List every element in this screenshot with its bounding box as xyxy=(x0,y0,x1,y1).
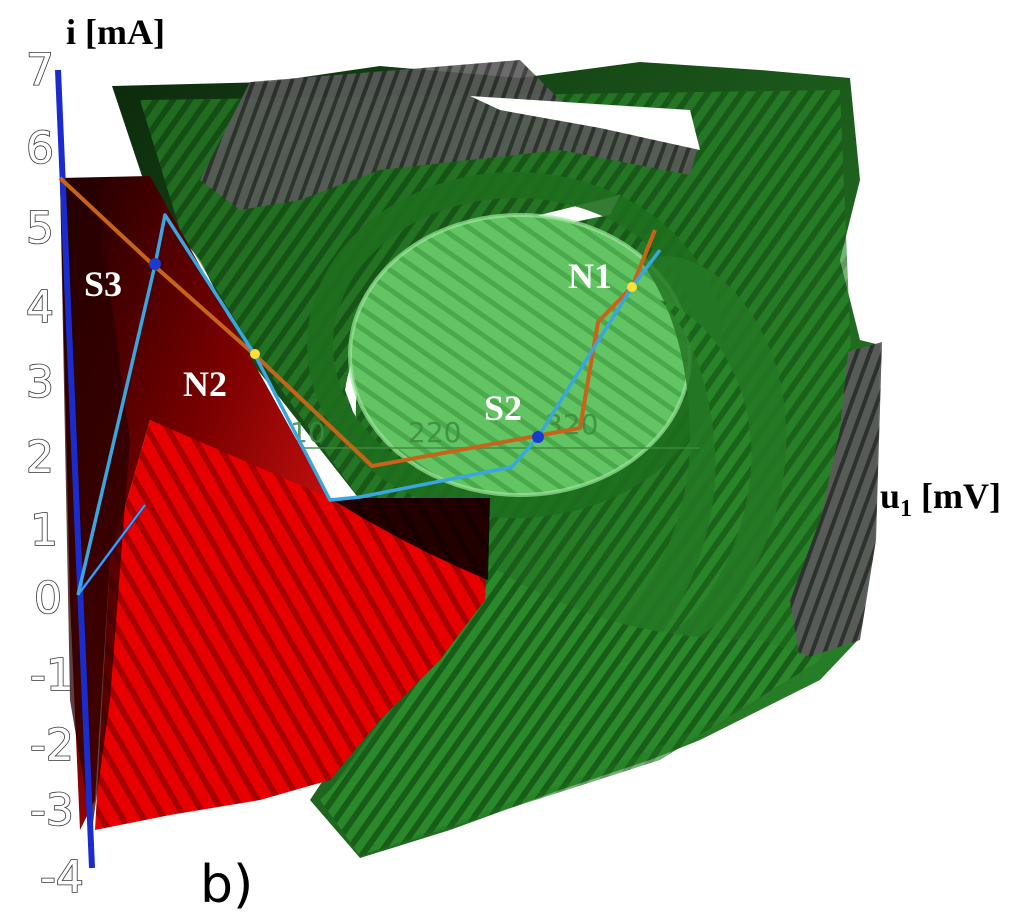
green-lower-fold xyxy=(320,560,820,856)
tick-minus-3: -3 xyxy=(30,785,74,836)
tick-4: 4 xyxy=(26,282,54,333)
tick-minus-4: -4 xyxy=(40,852,84,903)
horizontal-axis-title-unit: [mV] xyxy=(912,476,1001,516)
green-ring-inner-fill xyxy=(350,215,690,495)
point-s3-marker xyxy=(149,258,161,270)
horizontal-axis-title-main: u xyxy=(880,476,900,516)
tick-minus-2: -2 xyxy=(30,720,74,771)
vertical-axis-line xyxy=(55,69,95,869)
point-s3-label: S3 xyxy=(84,264,122,304)
grey-surface-right xyxy=(790,342,882,660)
red-surface-dark-wall xyxy=(60,176,330,830)
tick-3: 3 xyxy=(26,357,54,408)
tick-6: 6 xyxy=(26,123,54,174)
green-manifold-surface: 10 220 320 xyxy=(112,60,882,858)
red-surface-shadow-band xyxy=(330,498,490,580)
point-s2-marker xyxy=(532,431,544,443)
grey-surface-top xyxy=(200,60,700,210)
tick-2: 2 xyxy=(26,432,54,483)
green-tube-right-stripes xyxy=(650,300,752,650)
vertical-axis-title: i [mA] xyxy=(66,12,165,52)
tick-5: 5 xyxy=(26,203,54,254)
horizontal-axis-title: u1 [mV] xyxy=(880,476,1001,522)
panel-label: b) xyxy=(200,855,253,915)
point-s2-label: S2 xyxy=(484,388,522,428)
red-manifold-surface xyxy=(60,176,490,830)
blue-orbit-lower xyxy=(77,504,146,596)
horizontal-axis-title-sub: 1 xyxy=(900,496,912,522)
tick-7: 7 xyxy=(26,45,54,96)
vertical-axis: i [mA] 7 6 5 4 3 2 1 0 -1 -2 -3 -4 u1 [m… xyxy=(25,12,1001,904)
tick-minus-1: -1 xyxy=(30,650,74,701)
blue-orbit xyxy=(76,213,662,596)
white-gap-top xyxy=(470,96,700,150)
point-n1-marker xyxy=(627,282,637,292)
point-n2-label: N2 xyxy=(183,364,227,404)
green-tube-right xyxy=(600,256,787,654)
equilibrium-points: S3 N2 S2 N1 xyxy=(84,256,637,443)
tick-0: 0 xyxy=(34,573,62,624)
red-surface-left-edge xyxy=(60,178,130,830)
inner-tick-2: 220 xyxy=(408,416,461,449)
orbits xyxy=(58,176,662,596)
tick-1: 1 xyxy=(30,505,58,556)
point-n1-label: N1 xyxy=(568,256,612,296)
point-n2-marker xyxy=(250,349,260,359)
